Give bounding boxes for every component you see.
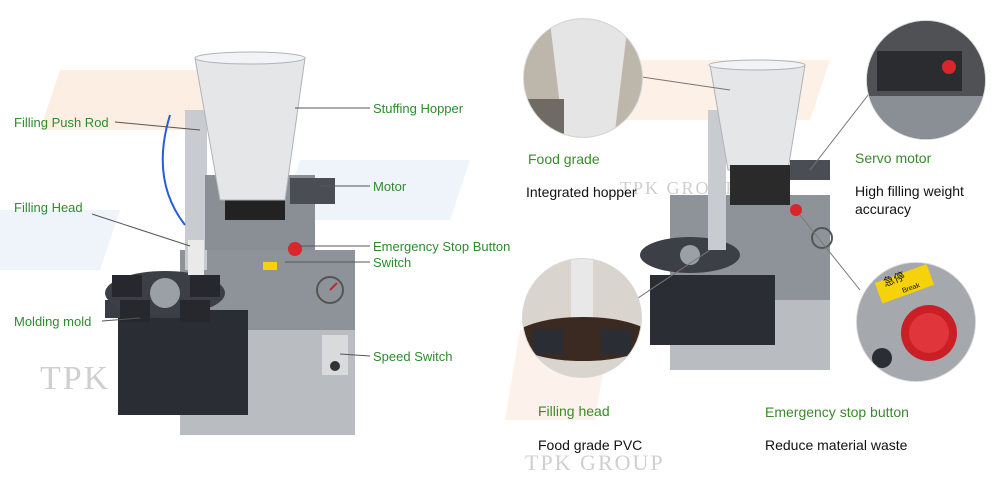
feature-title-filling-head: Filling head: [538, 403, 610, 419]
label-motor: Motor: [373, 179, 407, 194]
detail-circle-servo-motor: [866, 20, 986, 140]
watermark-right-top: TPK GROUP: [620, 178, 738, 198]
feature-desc-reduce-waste: Reduce material waste: [765, 437, 908, 453]
feature-title-servo-motor: Servo motor: [855, 150, 932, 166]
label-speed-switch: Speed Switch: [373, 349, 453, 364]
left-panel: TPK GROUP: [0, 51, 510, 435]
label-molding-mold: Molding mold: [14, 314, 92, 329]
label-filling-head: Filling Head: [14, 200, 83, 215]
feature-title-food-grade: Food grade: [528, 151, 600, 167]
detail-circle-hopper: [523, 18, 643, 138]
label-emergency-stop-button: Emergency Stop Button: [373, 239, 511, 254]
feature-desc-integrated-hopper: Integrated hopper: [526, 184, 637, 200]
right-panel: TPK GROUP TPK GROUP: [500, 0, 1000, 500]
machine-illustration-left: [0, 51, 470, 435]
feature-desc-filling-weight-1: High filling weight: [855, 183, 964, 199]
label-switch: Switch: [373, 255, 412, 270]
feature-desc-filling-weight-2: accuracy: [855, 201, 912, 217]
detail-circle-emergency-stop: 急停 Break: [856, 262, 976, 382]
label-filling-push-rod: Filling Push Rod: [14, 115, 109, 130]
watermark-right-bottom: TPK GROUP: [525, 450, 665, 475]
feature-title-emergency-stop: Emergency stop button: [765, 404, 909, 420]
detail-circle-filling-head: [522, 258, 642, 378]
feature-desc-food-grade-pvc: Food grade PVC: [538, 437, 643, 453]
label-stuffing-hopper: Stuffing Hopper: [373, 101, 464, 116]
